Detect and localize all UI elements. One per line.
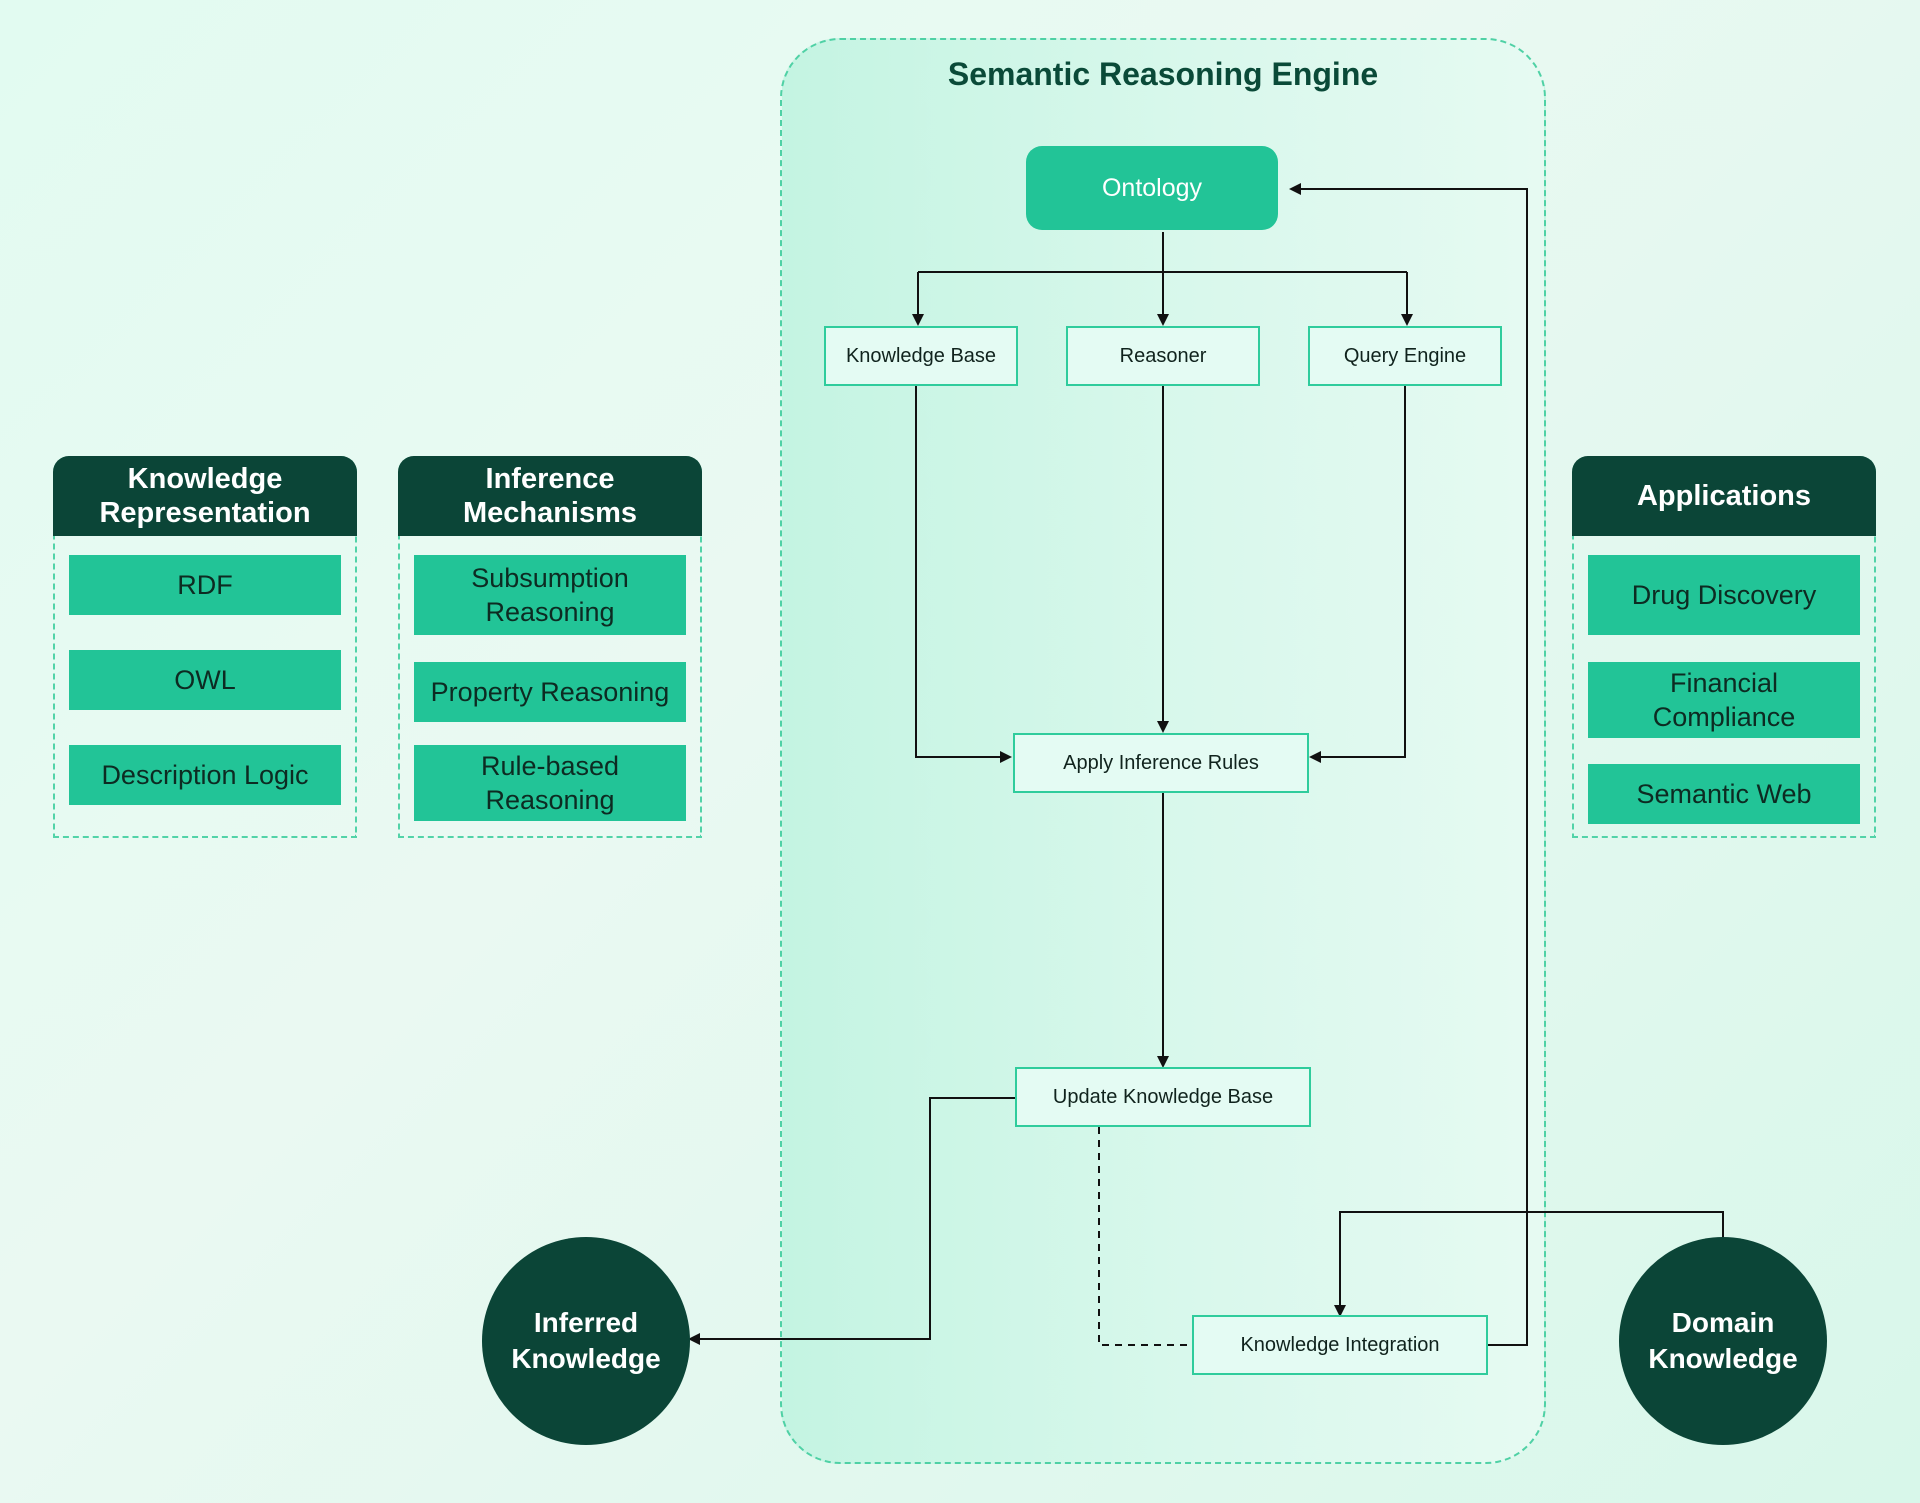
panel-item-property-reasoning: Property Reasoning [414, 662, 686, 722]
query-engine-node: Query Engine [1308, 326, 1502, 386]
domain-knowledge-node: Domain Knowledge [1619, 1237, 1827, 1445]
edge-update-integration-dashed [1098, 1127, 1193, 1346]
edge-domain-integration [1334, 1211, 1724, 1317]
reasoner-node: Reasoner [1066, 326, 1260, 386]
panel-item-description-logic: Description Logic [69, 745, 341, 805]
panel-item-drug-discovery: Drug Discovery [1588, 555, 1860, 635]
panel-item-rdf: RDF [69, 555, 341, 615]
edge-knowledge-base-apply [915, 386, 1012, 763]
applications-heading: Applications [1572, 456, 1876, 536]
knowledge-representation-heading: Knowledge Representation [53, 456, 357, 536]
edge-integration-ontology [1289, 183, 1528, 1346]
inference-mechanisms-heading: Inference Mechanisms [398, 456, 702, 536]
panel-item-financial-compliance: Financial Compliance [1588, 662, 1860, 738]
ontology-node: Ontology [1026, 146, 1278, 230]
panel-item-rule-based-reasoning: Rule-based Reasoning [414, 745, 686, 821]
update-knowledge-base-node: Update Knowledge Base [1015, 1067, 1311, 1127]
inferred-knowledge-node: Inferred Knowledge [482, 1237, 690, 1445]
panel-item-semantic-web: Semantic Web [1588, 764, 1860, 824]
edge-query-engine-apply [1309, 386, 1406, 763]
apply-inference-rules-node: Apply Inference Rules [1013, 733, 1309, 793]
engine-title: Semantic Reasoning Engine [947, 56, 1379, 92]
knowledge-base-node: Knowledge Base [824, 326, 1018, 386]
edge-update-inferred [688, 1097, 1016, 1345]
knowledge-integration-node: Knowledge Integration [1192, 1315, 1488, 1375]
panel-item-owl: OWL [69, 650, 341, 710]
panel-item-subsumption-reasoning: Subsumption Reasoning [414, 555, 686, 635]
